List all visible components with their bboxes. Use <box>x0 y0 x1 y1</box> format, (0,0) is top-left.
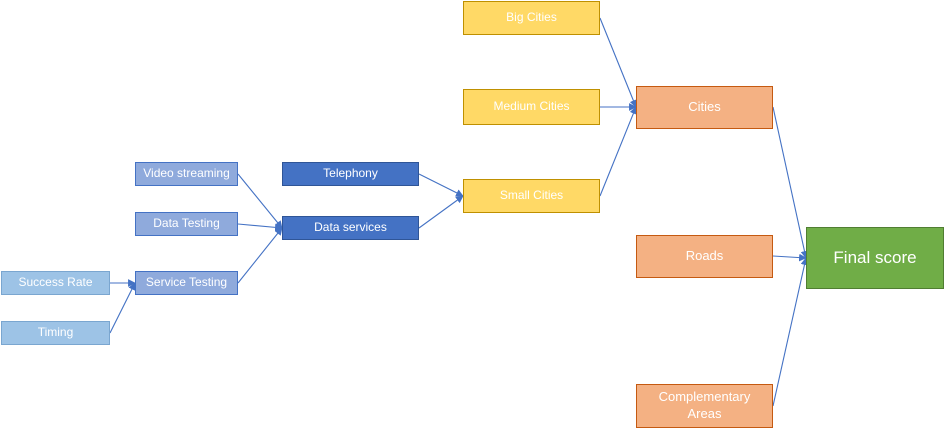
complementary-areas-label-line1: Complementary <box>658 389 751 405</box>
cities-node: Cities <box>636 86 773 129</box>
data-services-node: Data services <box>282 216 419 240</box>
complementary-areas-node: Complementary Areas <box>636 384 773 428</box>
edge-service-testing-to-data-services <box>237 227 283 284</box>
data-services-label: Data services <box>314 220 387 235</box>
edge-roads-to-final-score <box>772 253 807 262</box>
success-rate-node: Success Rate <box>1 271 110 295</box>
complementary-areas-label-line2: Areas <box>687 406 722 421</box>
edge-timing-to-service-testing <box>109 282 136 334</box>
timing-node: Timing <box>1 321 110 345</box>
edge-data-testing-to-data-services <box>237 223 283 232</box>
edge-big-cities-to-cities <box>599 17 637 108</box>
data-testing-node: Data Testing <box>135 212 238 236</box>
telephony-node: Telephony <box>282 162 419 186</box>
final-score-label: Final score <box>833 247 917 267</box>
edge-video-streaming-to-data-services <box>237 173 283 229</box>
data-testing-label: Data Testing <box>153 216 220 231</box>
edge-small-cities-to-cities <box>599 106 637 197</box>
edge-group <box>109 17 809 407</box>
roads-label: Roads <box>685 248 724 264</box>
big-cities-node: Big Cities <box>463 1 600 35</box>
small-cities-node: Small Cities <box>463 179 600 213</box>
medium-cities-node: Medium Cities <box>463 89 600 125</box>
video-streaming-node: Video streaming <box>135 162 238 186</box>
medium-cities-label: Medium Cities <box>493 99 570 114</box>
small-cities-label: Small Cities <box>499 188 564 203</box>
cities-label: Cities <box>688 99 721 115</box>
complementary-areas-text: Complementary Areas <box>659 389 751 423</box>
big-cities-label: Big Cities <box>506 10 557 25</box>
edge-complementary-areas-to-final-score <box>772 257 809 407</box>
video-streaming-label: Video streaming <box>143 166 230 181</box>
edge-data-services-to-small-cities <box>418 195 464 229</box>
service-testing-node: Service Testing <box>135 271 238 295</box>
edge-telephony-to-small-cities <box>418 173 464 197</box>
service-testing-label: Service Testing <box>145 275 228 290</box>
roads-node: Roads <box>636 235 773 278</box>
timing-label: Timing <box>37 325 74 340</box>
success-rate-label: Success Rate <box>18 275 93 290</box>
telephony-label: Telephony <box>323 166 378 181</box>
final-score-node: Final score <box>806 227 944 289</box>
edge-cities-to-final-score <box>772 106 809 259</box>
